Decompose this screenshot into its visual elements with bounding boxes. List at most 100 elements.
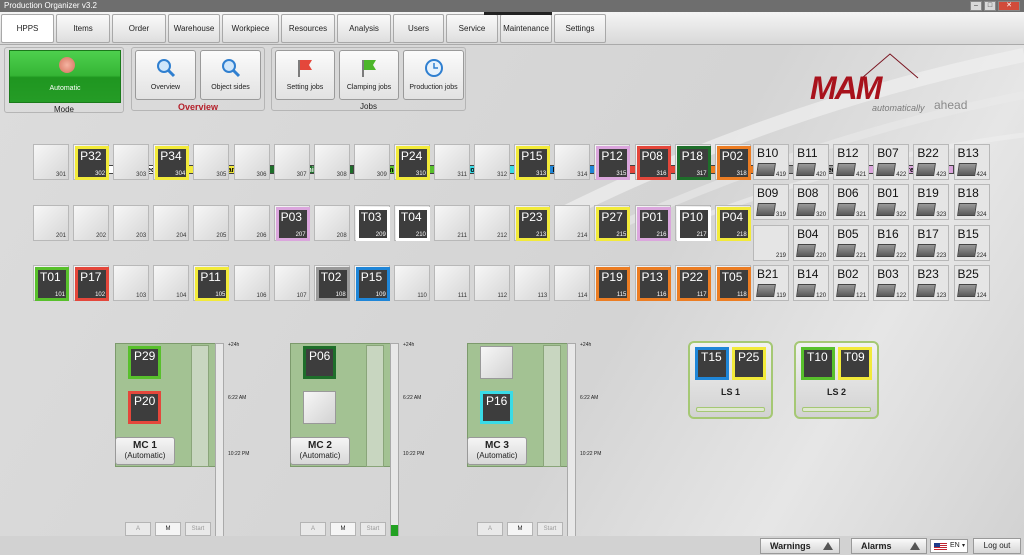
storage-slot[interactable]: 303	[113, 144, 150, 180]
close-icon[interactable]: ✕	[998, 1, 1020, 11]
storage-slot[interactable]: 211	[434, 205, 470, 241]
machine-pallet-top[interactable]: P06	[303, 346, 336, 379]
storage-slot[interactable]: 203	[113, 205, 150, 241]
machine-pallet-bottom[interactable]: P20	[128, 391, 161, 424]
storage-slot[interactable]: 306	[233, 144, 270, 180]
station-pallet-left[interactable]: T10	[801, 347, 835, 380]
storage-slot[interactable]: 309	[353, 144, 390, 180]
storage-slot[interactable]: 110	[393, 265, 430, 301]
storage-slot[interactable]: 314	[554, 144, 591, 180]
minimize-icon[interactable]: –	[970, 1, 982, 11]
tab-analysis[interactable]: Analysis	[337, 14, 391, 43]
storage-slot[interactable]: 106	[233, 265, 270, 301]
storage-slot[interactable]: 312	[474, 144, 511, 180]
storage-slot[interactable]: 103	[113, 265, 150, 301]
storage-slot[interactable]: 301	[33, 144, 69, 180]
storage-slot[interactable]: 204	[153, 205, 190, 241]
clamping-jobs-button[interactable]: Clamping jobs	[339, 50, 399, 100]
tab-settings[interactable]: Settings	[554, 14, 606, 43]
rack-slot[interactable]: 219	[753, 225, 789, 261]
automatic-mode-button[interactable]: Automatic	[9, 50, 121, 103]
tab-order[interactable]: Order	[112, 14, 166, 43]
storage-slot[interactable]: 208	[313, 205, 350, 241]
storage-slot[interactable]: 201	[33, 205, 69, 241]
machine-start-button[interactable]: Start	[185, 522, 211, 536]
tab-resources[interactable]: Resources	[281, 14, 335, 43]
storage-slot[interactable]: 214	[554, 205, 591, 241]
storage-slot[interactable]: 311	[434, 144, 470, 180]
warnings-button[interactable]: Warnings	[760, 538, 840, 554]
storage-slot[interactable]: 111	[434, 265, 470, 301]
machine-pallet-top[interactable]: P29	[128, 346, 161, 379]
tab-workpiece-plans[interactable]: Workpiece plans	[222, 14, 279, 60]
station-pallet-right[interactable]: T09	[838, 347, 872, 380]
machine-manual-button[interactable]: M	[330, 522, 356, 536]
storage-slot[interactable]: 305	[193, 144, 230, 180]
maximize-icon[interactable]: □	[984, 1, 996, 11]
object-sides-button[interactable]: Object sides	[200, 50, 261, 100]
machine-manual-button[interactable]: M	[155, 522, 181, 536]
storage-slot[interactable]: 308	[313, 144, 350, 180]
storage-slot[interactable]: 114	[554, 265, 591, 301]
language-select[interactable]: EN ▾	[930, 539, 968, 553]
tab-maintenance[interactable]: Maintenance	[500, 14, 552, 43]
storage-slot[interactable]: 113	[514, 265, 551, 301]
logout-button[interactable]: Log out	[973, 538, 1021, 554]
machine-pallet-bottom[interactable]: P16	[480, 391, 513, 424]
overview-button[interactable]: Overview	[135, 50, 196, 100]
tab-warehouse[interactable]: Warehouse	[168, 14, 220, 43]
setting-jobs-button[interactable]: Setting jobs	[275, 50, 335, 100]
